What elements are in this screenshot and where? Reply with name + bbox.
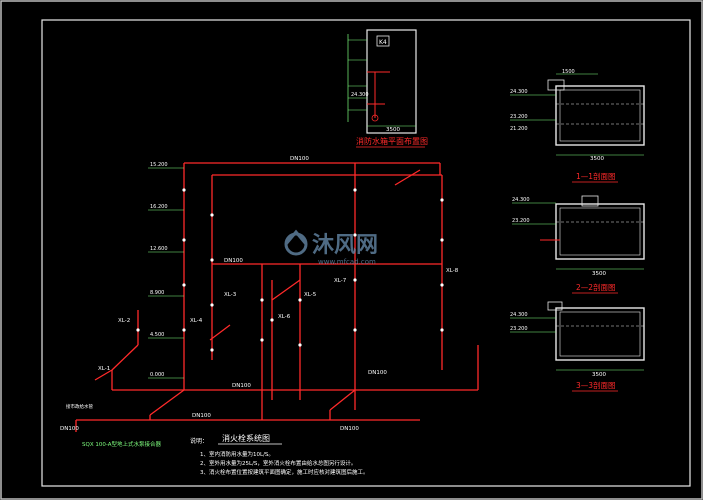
s1-width-top: 1500 — [562, 69, 575, 75]
riser-3-label: XL-3 — [224, 292, 237, 298]
system-diagram — [75, 162, 479, 432]
riser-8-label: XL-8 — [446, 268, 459, 274]
riser-7-label: XL-7 — [334, 278, 347, 284]
label-lower-main-left: DN100 — [232, 383, 251, 389]
elevation-marks — [148, 167, 184, 379]
s1-elev-bot: 21.200 — [510, 126, 528, 132]
label-bottom-main-1: DN100 — [192, 413, 211, 419]
tank-plan: K4 24.300 3500 消防水箱平面布置图 — [347, 29, 428, 148]
section-1: 1500 3500 24.300 23.200 21.200 1—1剖面图 — [510, 69, 645, 183]
section-1-title: 1—1剖面图 — [576, 171, 616, 181]
label-bottom-main-2: DN100 — [340, 426, 359, 432]
s1-width: 3500 — [590, 156, 604, 162]
watermark-text: 沐风网 — [312, 233, 378, 258]
label-lower-main-right: DN100 — [368, 370, 387, 376]
system-diagram-title: 消火栓系统图 — [222, 433, 270, 443]
elev-1: 15.200 — [150, 162, 168, 168]
elev-4: 8.900 — [150, 290, 164, 296]
section-2-title: 2—2剖面图 — [576, 282, 616, 292]
tank-label-k4: K4 — [379, 39, 387, 46]
label-mid-main: DN100 — [224, 258, 243, 264]
riser-6-label: XL-6 — [278, 314, 291, 320]
drawing-border — [41, 19, 691, 487]
notes-line-1: 1、室内消防用水量为10L/S。 — [200, 450, 274, 458]
s3-elev-top: 24.300 — [510, 312, 528, 318]
pump-connection-note: SQX 100-A型地上式水泵接合器 — [82, 440, 161, 448]
riser-5-label: XL-5 — [304, 292, 317, 298]
riser-1-label: XL-1 — [98, 366, 110, 372]
s3-width: 3500 — [592, 372, 606, 378]
s2-width: 3500 — [592, 271, 606, 277]
notes-line-3: 3、消火栓布置位置按建筑平面图确定，施工时应核对建筑图后施工。 — [200, 468, 369, 476]
tank-elev: 24.300 — [351, 92, 369, 98]
s2-elev-top: 24.300 — [512, 197, 530, 203]
watermark: 沐风网 www.mfcad.com — [284, 229, 378, 266]
section-3-title: 3—3剖面图 — [576, 380, 616, 390]
elev-3: 12.600 — [150, 246, 168, 252]
elev-2: 16.200 — [150, 204, 168, 210]
s1-elev-low: 23.200 — [510, 114, 528, 120]
section-3: 3500 24.300 23.200 3—3剖面图 — [510, 301, 645, 392]
notes-line-2: 2、室外用水量为25L/S，室外消火栓布置由给水总图另行设计。 — [200, 459, 356, 467]
riser-4-label: XL-4 — [190, 318, 203, 324]
label-inlet: DN100 — [60, 426, 79, 432]
s3-elev-low: 23.200 — [510, 326, 528, 332]
inlet-note: 接市政给水管 — [66, 403, 93, 410]
hydrant-symbols — [136, 188, 444, 352]
section-2: 3500 24.300 23.200 2—2剖面图 — [512, 195, 645, 294]
label-top-main: DN100 — [290, 156, 309, 162]
s2-elev-low: 23.200 — [512, 218, 530, 224]
watermark-url: www.mfcad.com — [318, 258, 376, 266]
notes-heading: 说明： — [190, 437, 208, 445]
elev-6: 0.000 — [150, 372, 164, 378]
s1-elev-top: 24.300 — [510, 89, 528, 95]
tank-width: 3500 — [386, 127, 400, 133]
elev-5: 4.500 — [150, 332, 164, 338]
riser-2-label: XL-2 — [118, 318, 130, 324]
tank-plan-title: 消防水箱平面布置图 — [356, 136, 428, 146]
